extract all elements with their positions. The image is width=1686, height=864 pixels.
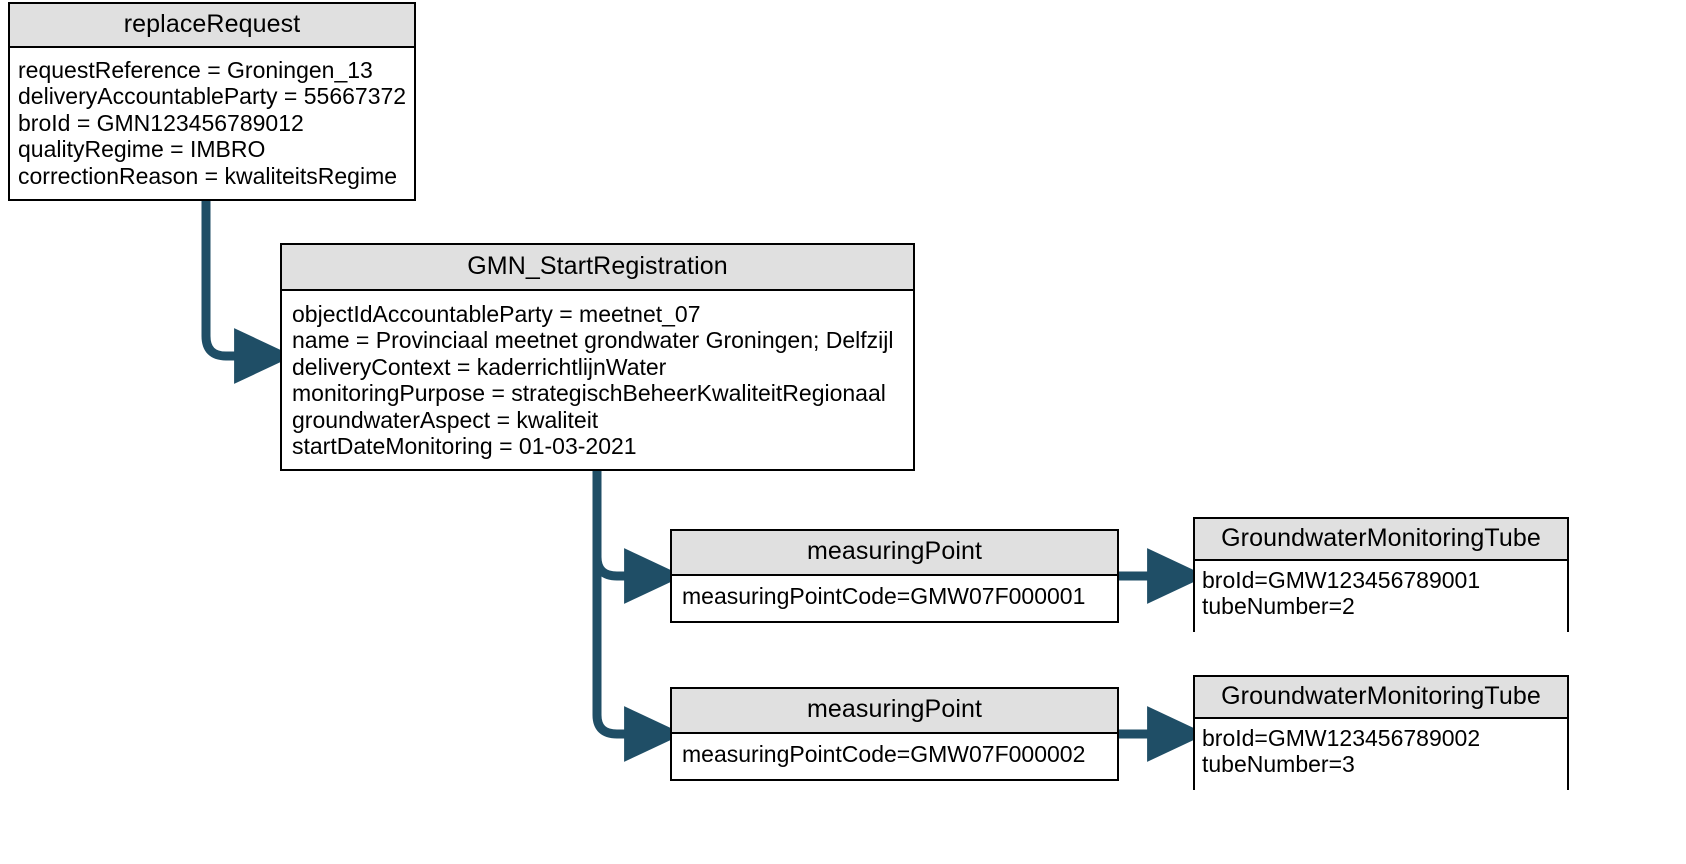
attribute-row: requestReference = Groningen_13 xyxy=(18,57,373,83)
attribute-row: startDateMonitoring = 01-03-2021 xyxy=(292,433,637,460)
attribute-row: name = Provinciaal meetnet grondwater Gr… xyxy=(292,327,894,354)
edge-registration-to-mp2 xyxy=(592,471,684,762)
attribute-row: qualityRegime = IMBRO xyxy=(18,136,266,163)
attribute-row: groundwaterAspect = kwaliteit xyxy=(292,406,599,433)
node-replace-request[interactable]: replaceRequest requestReference = Gronin… xyxy=(8,2,416,201)
node-title-groundwater-monitoring-tube-2: GroundwaterMonitoringTube xyxy=(1195,677,1567,719)
node-title-groundwater-monitoring-tube-1: GroundwaterMonitoringTube xyxy=(1195,519,1567,561)
attribute-row: broId = GMN123456789012 xyxy=(18,109,304,136)
attribute-row: deliveryContext = kaderrichtlijnWater xyxy=(292,353,667,380)
node-groundwater-monitoring-tube-1[interactable]: GroundwaterMonitoringTube broId=GMW12345… xyxy=(1193,517,1569,632)
attribute-row: tubeNumber=2 xyxy=(1202,593,1355,620)
node-attributes-measuring-point-2: measuringPointCode=GMW07F000002 xyxy=(672,734,1117,779)
node-measuring-point-1[interactable]: measuringPoint measuringPointCode=GMW07F… xyxy=(670,529,1119,623)
node-attributes-groundwater-monitoring-tube-1: broId=GMW123456789001 tubeNumber=2 xyxy=(1195,561,1567,632)
attribute-row: objectIdAccountableParty = meetnet_07 xyxy=(292,301,701,327)
attribute-row: measuringPointCode=GMW07F000002 xyxy=(682,741,1086,767)
attribute-row: tubeNumber=3 xyxy=(1202,751,1355,778)
node-groundwater-monitoring-tube-2[interactable]: GroundwaterMonitoringTube broId=GMW12345… xyxy=(1193,675,1569,790)
edge-registration-to-mp1 xyxy=(592,471,684,604)
node-attributes-groundwater-monitoring-tube-2: broId=GMW123456789002 tubeNumber=3 xyxy=(1195,719,1567,790)
node-title-replace-request: replaceRequest xyxy=(10,4,414,48)
attribute-row: broId=GMW123456789001 xyxy=(1202,567,1481,593)
node-attributes-replace-request: requestReference = Groningen_13 delivery… xyxy=(10,48,414,199)
node-title-measuring-point-1: measuringPoint xyxy=(672,531,1117,576)
node-measuring-point-2[interactable]: measuringPoint measuringPointCode=GMW07F… xyxy=(670,687,1119,781)
attribute-row: monitoringPurpose = strategischBeheerKwa… xyxy=(292,380,886,407)
edge-replace-to-registration xyxy=(201,201,294,384)
node-title-measuring-point-2: measuringPoint xyxy=(672,689,1117,734)
attribute-row: deliveryAccountableParty = 55667372 xyxy=(18,83,407,110)
node-attributes-measuring-point-1: measuringPointCode=GMW07F000001 xyxy=(672,576,1117,621)
attribute-row: measuringPointCode=GMW07F000001 xyxy=(682,583,1086,609)
attribute-row: broId=GMW123456789002 xyxy=(1202,725,1481,751)
attribute-row: correctionReason = kwaliteitsRegime xyxy=(18,162,398,189)
node-attributes-gmn-start-registration: objectIdAccountableParty = meetnet_07 na… xyxy=(282,291,913,469)
node-title-gmn-start-registration: GMN_StartRegistration xyxy=(282,245,913,291)
node-gmn-start-registration[interactable]: GMN_StartRegistration objectIdAccountabl… xyxy=(280,243,915,471)
